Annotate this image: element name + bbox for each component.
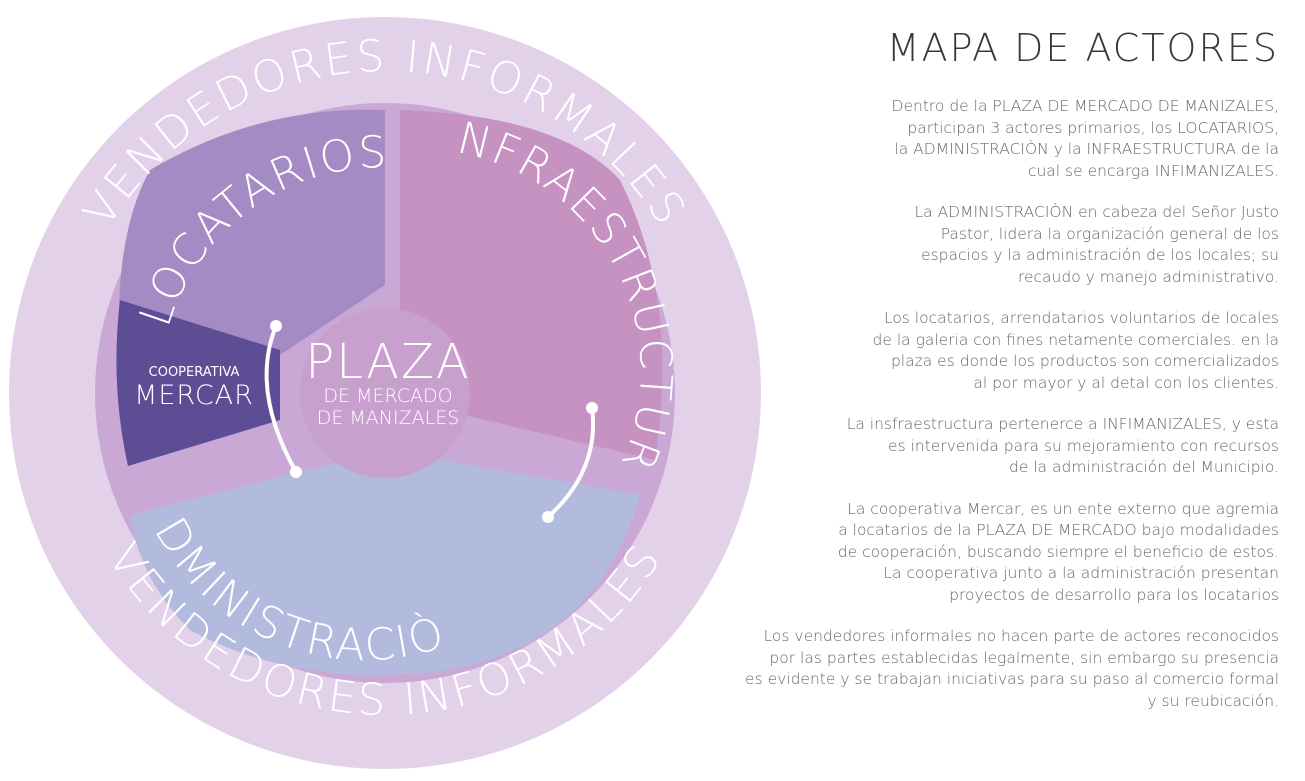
cooperativa-label-line-2: MERCAR [134, 380, 254, 411]
sector-administracion [130, 450, 640, 675]
center-circle [300, 308, 470, 478]
paragraph-cooperativa: La cooperativa Mercar, es un ente extern… [837, 499, 1279, 604]
description-panel: Dentro de la PLAZA DE MERCADO DE MANIZAL… [599, 96, 1279, 732]
center-title: PLAZA [305, 334, 470, 390]
paragraph-plaza: Dentro de la PLAZA DE MERCADO DE MANIZAL… [891, 97, 1279, 180]
paragraph-vendedores: Los vendedores informales no hacen parte… [745, 627, 1279, 710]
paragraph-infraestructura: La insfraestructura pertenerce a INFIMAN… [846, 415, 1279, 476]
paragraph-locatarios: Los locatarios, arrendatarios voluntario… [872, 309, 1279, 392]
cooperativa-mercar-shape [116, 300, 280, 466]
paragraph-administracion: La ADMINISTRACIÒN en cabeza del Señor Ju… [914, 203, 1279, 286]
connector-cooperativa-administracion [264, 320, 302, 478]
page-title: MAPA DE ACTORES [886, 26, 1279, 70]
center-line-2: DE MANIZALES [317, 407, 460, 429]
cooperativa-label-line-1: COOPERATIVA [149, 365, 240, 380]
center-line-1: DE MERCADO [323, 385, 452, 407]
connector-infraestructura-administracion [542, 402, 598, 523]
